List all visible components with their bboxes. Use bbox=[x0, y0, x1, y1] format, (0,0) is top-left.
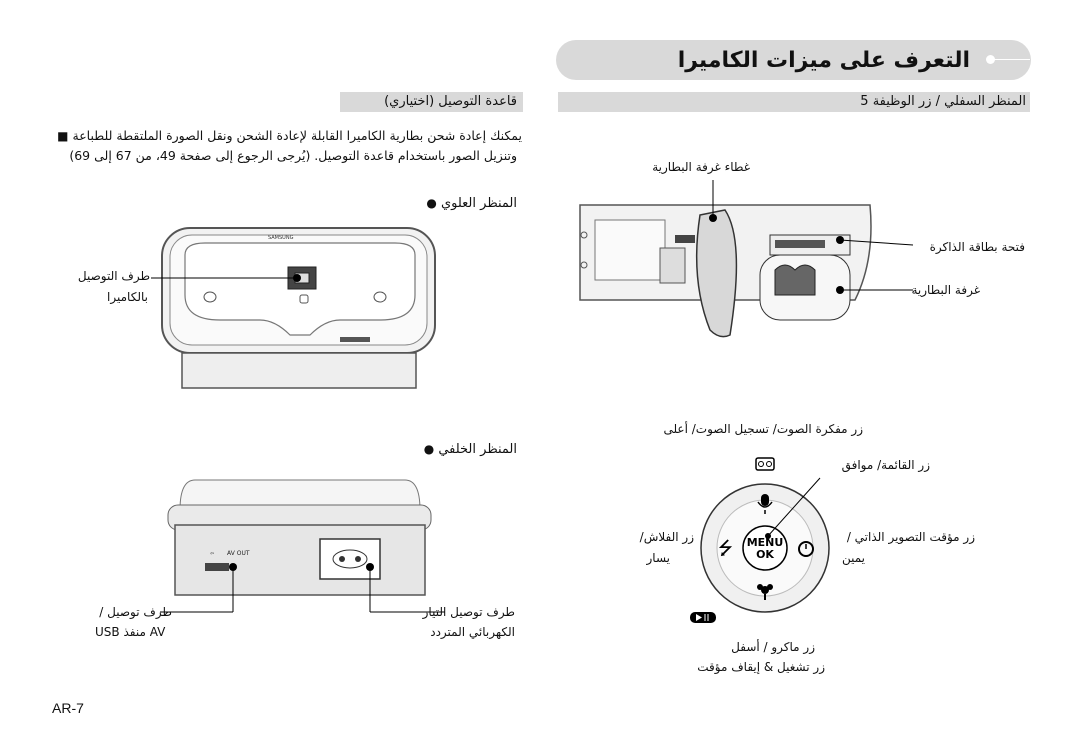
title-dot bbox=[986, 55, 995, 64]
menu-text: MENU bbox=[747, 536, 784, 549]
cradle-terminal-label-2: بالكاميرا bbox=[107, 290, 148, 304]
macro-button-label-2: زر تشغيل & إيقاف مؤقت bbox=[697, 660, 825, 674]
timer-button-label-1: زر مؤقت التصوير الذاتي / bbox=[846, 530, 975, 544]
cradle-back-view-illustration: ⇦ AV OUT bbox=[167, 479, 432, 596]
flash-icon: ⭍ bbox=[718, 538, 733, 559]
voice-memo-button-label: زر مفكرة الصوت/ تسجيل الصوت/ أعلى bbox=[663, 422, 863, 436]
voice-memo-icon bbox=[755, 457, 775, 471]
self-timer-icon bbox=[798, 541, 814, 557]
back-view-label: المنظر الخلفي ● bbox=[423, 442, 517, 457]
memory-card-slot-label: فتحة بطاقة الذاكرة bbox=[929, 240, 1025, 254]
page-title: التعرف على ميزات الكاميرا bbox=[677, 48, 970, 73]
macro-flower-icon bbox=[757, 584, 773, 600]
play-pause-icon bbox=[690, 612, 716, 623]
menu-ok-button-label: زر القائمة/ موافق bbox=[841, 458, 930, 472]
macro-button-label-1: زر ماكرو / أسفل bbox=[731, 640, 815, 654]
flash-button-label-1: زر الفلاش/ bbox=[639, 530, 694, 544]
square-bullet-icon: ■ bbox=[57, 129, 69, 143]
paragraph-line-1: يمكنك إعادة شحن بطارية الكاميرا القابلة … bbox=[57, 128, 522, 143]
battery-chamber-label: غرفة البطارية bbox=[911, 283, 980, 297]
paragraph-line-2: وتنزيل الصور باستخدام قاعدة التوصيل. (يُ… bbox=[69, 148, 517, 163]
right-section-heading: المنظر السفلي / زر الوظيفة 5 bbox=[860, 94, 1026, 109]
bottom-view-leader-lines bbox=[839, 239, 914, 291]
title-line bbox=[990, 59, 1030, 60]
usb-av-label-1: طرف توصيل / bbox=[99, 605, 172, 619]
control-pad-illustration: ⭍ MENU OK bbox=[690, 457, 830, 623]
cover-leader-line bbox=[712, 180, 714, 210]
camera-bottom-view-illustration bbox=[579, 200, 872, 338]
cradle-terminal-leader-line bbox=[151, 274, 301, 282]
page-title-bar bbox=[556, 40, 1031, 80]
flash-button-label-2: يسار bbox=[646, 551, 671, 565]
av-out-text: AV OUT bbox=[227, 550, 250, 557]
page-number: AR-7 bbox=[52, 700, 84, 716]
cradle-terminal-label-1: طرف التوصيل bbox=[77, 269, 150, 283]
svg-text:⇦: ⇦ bbox=[210, 551, 214, 557]
top-view-label: المنظر العلوي ● bbox=[426, 196, 517, 211]
cradle-top-view-illustration: SAMSUNG bbox=[161, 227, 436, 389]
brand-text: SAMSUNG bbox=[268, 235, 294, 241]
left-section-heading-bar bbox=[340, 92, 523, 112]
right-section-heading-bar bbox=[558, 92, 1030, 112]
menu-ok-button[interactable] bbox=[742, 525, 788, 571]
timer-button-label-2: يمين bbox=[841, 551, 865, 565]
round-bullet-icon: ● bbox=[423, 442, 435, 456]
left-section-heading: قاعدة التوصيل (اختياري) bbox=[384, 94, 517, 109]
dc-in-label-1: طرف توصيل التيار bbox=[422, 605, 515, 619]
usb-av-label-2: USB منفذ AV bbox=[95, 625, 166, 639]
ok-text: OK bbox=[756, 548, 774, 561]
round-bullet-icon: ● bbox=[426, 196, 437, 210]
microphone-icon bbox=[757, 494, 773, 514]
back-view-leader-lines bbox=[160, 563, 445, 613]
battery-cover-label: غطاء غرفة البطارية bbox=[652, 160, 750, 174]
dc-in-label-2: الكهربائي المتردد bbox=[430, 625, 515, 639]
